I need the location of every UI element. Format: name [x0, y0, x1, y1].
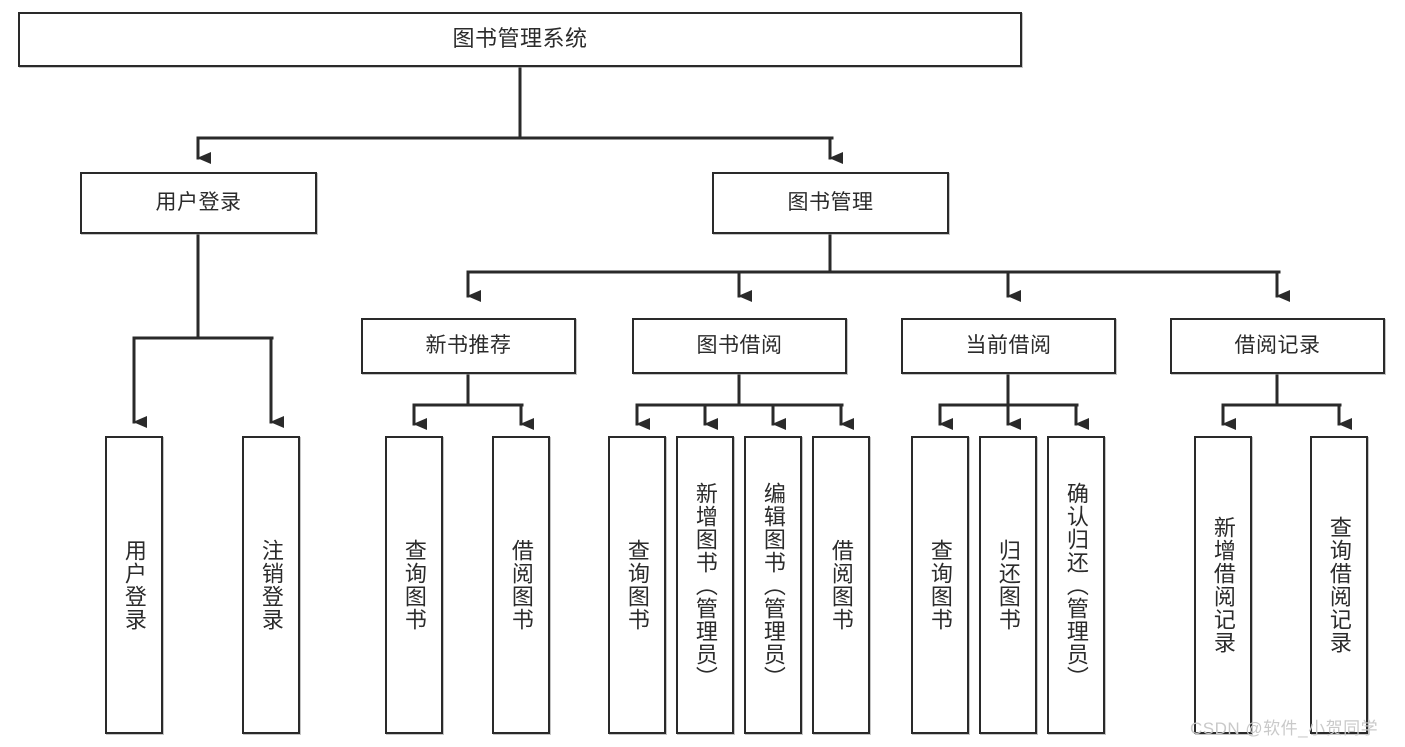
leaf-current-query-book[interactable]: 查询图书	[911, 436, 969, 734]
node-new-book-recommend[interactable]: 新书推荐	[361, 318, 576, 374]
leaf-borrow-edit-book-admin[interactable]: 编辑图书（管理员）	[744, 436, 802, 734]
leaf-new-book-borrow[interactable]: 借阅图书	[492, 436, 550, 734]
node-user-login[interactable]: 用户登录	[80, 172, 317, 234]
leaf-user-login-login[interactable]: 用户登录	[105, 436, 163, 734]
leaf-borrow-borrow-book[interactable]: 借阅图书	[812, 436, 870, 734]
node-label: 新书推荐	[425, 334, 512, 358]
node-label: 当前借阅	[965, 334, 1052, 358]
node-label: 新增图书（管理员）	[692, 481, 718, 689]
node-book-borrow[interactable]: 图书借阅	[632, 318, 847, 374]
node-label: 查询图书	[927, 539, 953, 631]
node-label: 归还图书	[995, 539, 1021, 631]
node-borrow-record[interactable]: 借阅记录	[1170, 318, 1385, 374]
node-label: 编辑图书（管理员）	[760, 481, 786, 689]
node-label: 图书管理	[787, 191, 874, 215]
node-label: 用户登录	[121, 539, 147, 631]
node-label: 注销登录	[258, 539, 284, 631]
node-label: 查询图书	[401, 539, 427, 631]
node-root-system[interactable]: 图书管理系统	[18, 12, 1022, 67]
leaf-borrow-query-book[interactable]: 查询图书	[608, 436, 666, 734]
leaf-record-add-record[interactable]: 新增借阅记录	[1194, 436, 1252, 734]
node-label: 查询图书	[624, 539, 650, 631]
watermark: CSDN @软件_小贺同学	[1190, 719, 1379, 738]
node-label: 借阅图书	[828, 539, 854, 631]
node-label: 确认归还（管理员）	[1063, 481, 1089, 689]
leaf-current-return-book[interactable]: 归还图书	[979, 436, 1037, 734]
node-label: 图书借阅	[696, 334, 783, 358]
node-label: 用户登录	[155, 191, 242, 215]
node-label: 借阅图书	[508, 539, 534, 631]
node-label: 新增借阅记录	[1210, 516, 1236, 654]
node-label: 查询借阅记录	[1326, 516, 1352, 654]
leaf-user-login-logout[interactable]: 注销登录	[242, 436, 300, 734]
node-book-management[interactable]: 图书管理	[712, 172, 949, 234]
leaf-borrow-add-book-admin[interactable]: 新增图书（管理员）	[676, 436, 734, 734]
leaf-new-book-query[interactable]: 查询图书	[385, 436, 443, 734]
node-label: 借阅记录	[1234, 334, 1321, 358]
node-current-borrow[interactable]: 当前借阅	[901, 318, 1116, 374]
leaf-current-confirm-return-admin[interactable]: 确认归还（管理员）	[1047, 436, 1105, 734]
node-label: 图书管理系统	[452, 26, 588, 52]
leaf-record-query-record[interactable]: 查询借阅记录	[1310, 436, 1368, 734]
